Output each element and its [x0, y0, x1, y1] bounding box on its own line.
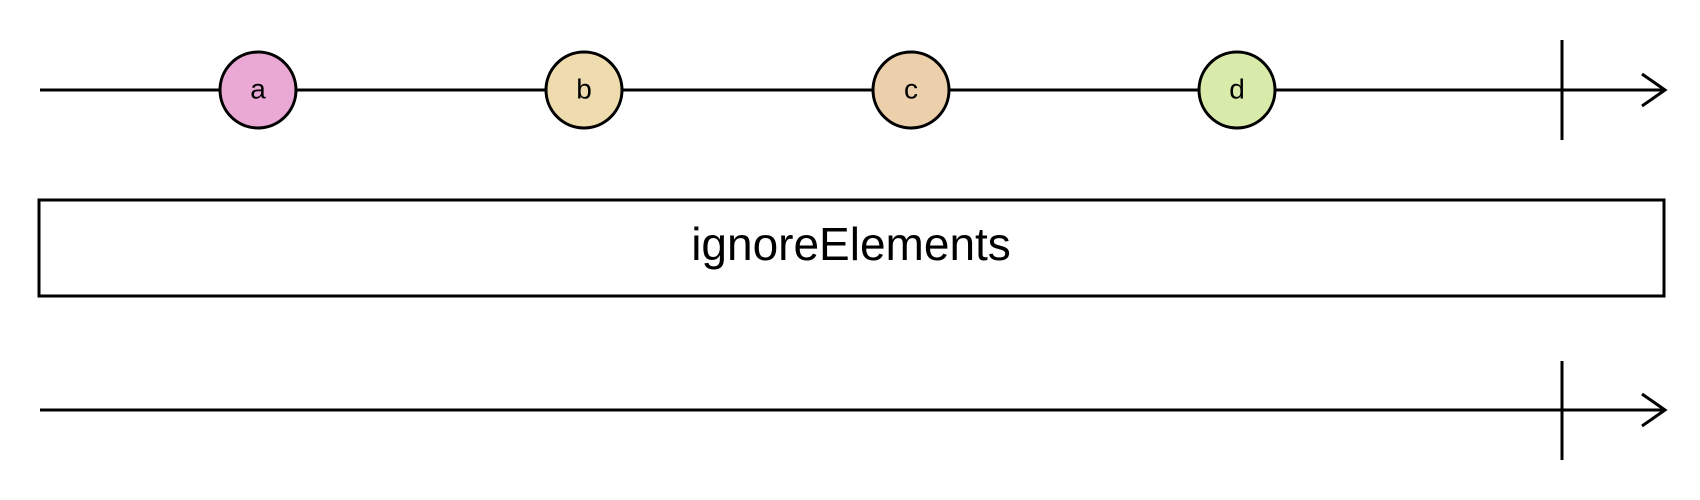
- marble-d-label: d: [1229, 73, 1245, 104]
- marble-b-circle: [544, 50, 624, 130]
- operator-box-frame: [37, 198, 1666, 298]
- operator-label: ignoreElements: [691, 218, 1011, 270]
- marble-d-circle: [1197, 50, 1277, 130]
- marble-c: c: [871, 50, 951, 130]
- marble-a-circle: [218, 50, 298, 130]
- marble-a: a: [218, 50, 298, 130]
- marble-d: d: [1197, 50, 1277, 130]
- marble-b-label: b: [576, 73, 592, 104]
- input-arrow-head: [1641, 72, 1668, 108]
- marble-b: b: [544, 50, 624, 130]
- input-stream: a b c d: [40, 40, 1668, 140]
- output-stream: [40, 361, 1668, 460]
- output-arrow-head: [1641, 392, 1668, 428]
- marble-c-circle: [871, 50, 951, 130]
- operator-box: ignoreElements: [37, 198, 1666, 298]
- marble-c-label: c: [904, 73, 918, 104]
- marble-a-label: a: [250, 73, 266, 104]
